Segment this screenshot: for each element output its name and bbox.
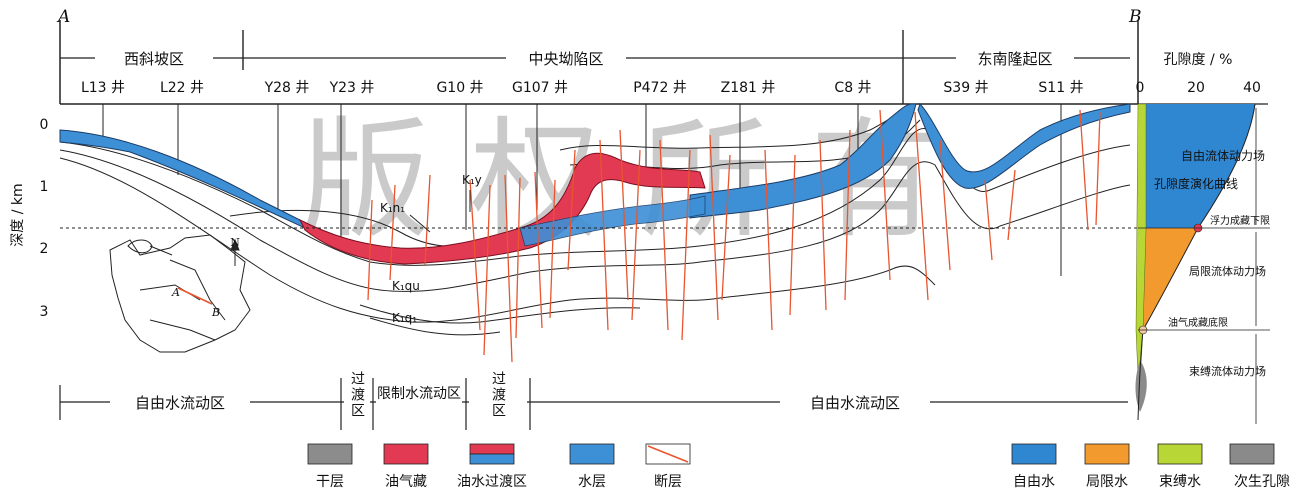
legend-label: 断层: [654, 474, 682, 490]
legend-label: 干层: [316, 474, 344, 490]
zone-header: 西斜坡区 中央坳陷区 东南隆起区: [60, 30, 1130, 104]
porosity-axis-label: 孔隙度 / %: [1164, 52, 1233, 68]
limited-water-area: [1140, 228, 1198, 330]
bound-field-label: 束缚流体动力场: [1189, 364, 1266, 378]
legend-swatch-transition: [469, 443, 515, 455]
secondary-pore-area: [1135, 360, 1147, 412]
depth-tick: 3: [40, 304, 49, 320]
strata-label: K₁y: [462, 173, 482, 187]
flow-zones: 自由水流动区 过渡区 限制水流动区 过渡区 自由水流动区: [59, 371, 1128, 430]
well-label: Y28 井: [264, 80, 310, 96]
legend-label: 局限水: [1086, 474, 1128, 490]
water-layer-uplift: [917, 103, 1131, 189]
well-label: P472 井: [633, 80, 687, 96]
well-label: L13 井: [81, 80, 125, 96]
legend-label: 油水过渡区: [457, 474, 527, 490]
legend-swatch-free-water: [1011, 443, 1057, 465]
strata-label: K₁qu: [392, 279, 420, 293]
free-field-label: 自由流体动力场: [1181, 149, 1265, 163]
well-label: S11 井: [1038, 80, 1083, 96]
faults: [367, 109, 1101, 363]
porosity-panel: 孔隙度 / % 0 20 40 自由流体动力场 孔隙度演化曲线 浮力成藏下限 局…: [1135, 52, 1270, 424]
zone-west-slope: 西斜坡区: [124, 50, 184, 68]
legend-swatch-oil: [383, 443, 429, 465]
free-water-area: [1138, 104, 1255, 228]
water-layer-west: [59, 129, 307, 230]
porosity-evolution-curve: [1137, 103, 1256, 421]
legend-swatch-water: [569, 443, 615, 465]
porosity-tick: 0: [1136, 80, 1145, 96]
well-label: Y23 井: [329, 80, 375, 96]
strata-labels: K₁n₁ K₁y K₁qu K₁q₁: [380, 173, 482, 325]
depth-tick: 0: [40, 117, 49, 133]
depth-axis-label: 深度 / km: [10, 183, 26, 246]
strata-pointer: [409, 214, 431, 233]
well-labels: L13 井 L22 井 Y28 井 Y23 井 G10 井 G107 井 P47…: [81, 80, 1084, 96]
flow-zone-limited: 限制水流动区: [377, 386, 461, 402]
flow-zone-transition-west: 过渡区: [349, 371, 365, 419]
depth-axis: 深度 / km 0 1 2 3: [10, 117, 48, 320]
depth-tick: 1: [40, 179, 49, 195]
well-label: C8 井: [834, 80, 871, 96]
well-label: G107 井: [512, 80, 568, 96]
legend-label: 次生孔隙: [1234, 474, 1290, 490]
flow-zone-transition-east: 过渡区: [490, 371, 506, 419]
flow-zone-free-west: 自由水流动区: [135, 394, 225, 412]
well-lines: [102, 104, 1062, 276]
limited-field-label: 局限流体动力场: [1189, 264, 1266, 278]
legend-right: 自由水 局限水 束缚水 次生孔隙: [1011, 443, 1290, 490]
corner-label-b: B: [1128, 7, 1142, 27]
well-label: S39 井: [943, 80, 988, 96]
curve-label: 孔隙度演化曲线: [1154, 176, 1238, 191]
legend-left: 干层 油气藏 油水过渡区 水层 断层: [307, 443, 691, 490]
bottom-limit-label: 油气成藏底限: [1168, 316, 1228, 329]
strata-label: K₁n₁: [380, 201, 405, 215]
legend-label: 自由水: [1013, 474, 1055, 490]
legend-label: 油气藏: [385, 474, 427, 490]
zone-central-depression: 中央坳陷区: [528, 50, 603, 68]
oil-water-transition: [519, 195, 706, 247]
zone-southeast-uplift: 东南隆起区: [977, 50, 1052, 68]
lower-limit-label: 浮力成藏下限: [1210, 214, 1270, 227]
inset-point-a: A: [171, 286, 180, 299]
legend-swatch-limited-water: [1084, 443, 1130, 465]
strata-label: K₁q₁: [392, 311, 417, 325]
legend-swatch-bound-water: [1157, 443, 1203, 465]
legend-label: 束缚水: [1159, 473, 1201, 490]
well-label: L22 井: [160, 80, 204, 96]
flow-zone-free-east: 自由水流动区: [810, 394, 900, 412]
inset-north-label: N: [230, 236, 240, 249]
legend-swatch-secondary-pore: [1229, 443, 1275, 465]
water-layer-east: [689, 103, 917, 219]
inset-point-b: B: [211, 306, 220, 319]
inset-map: [109, 234, 251, 353]
porosity-tick: 20: [1187, 80, 1205, 96]
legend-label: 水层: [578, 474, 606, 490]
well-label: Z181 井: [721, 80, 776, 96]
porosity-tick: 40: [1243, 80, 1261, 96]
corner-label-a: A: [56, 7, 70, 27]
oil-reservoir: [298, 152, 706, 265]
depth-tick: 2: [40, 241, 49, 257]
well-label: G10 井: [436, 80, 483, 96]
legend-swatch-dry: [307, 443, 353, 465]
